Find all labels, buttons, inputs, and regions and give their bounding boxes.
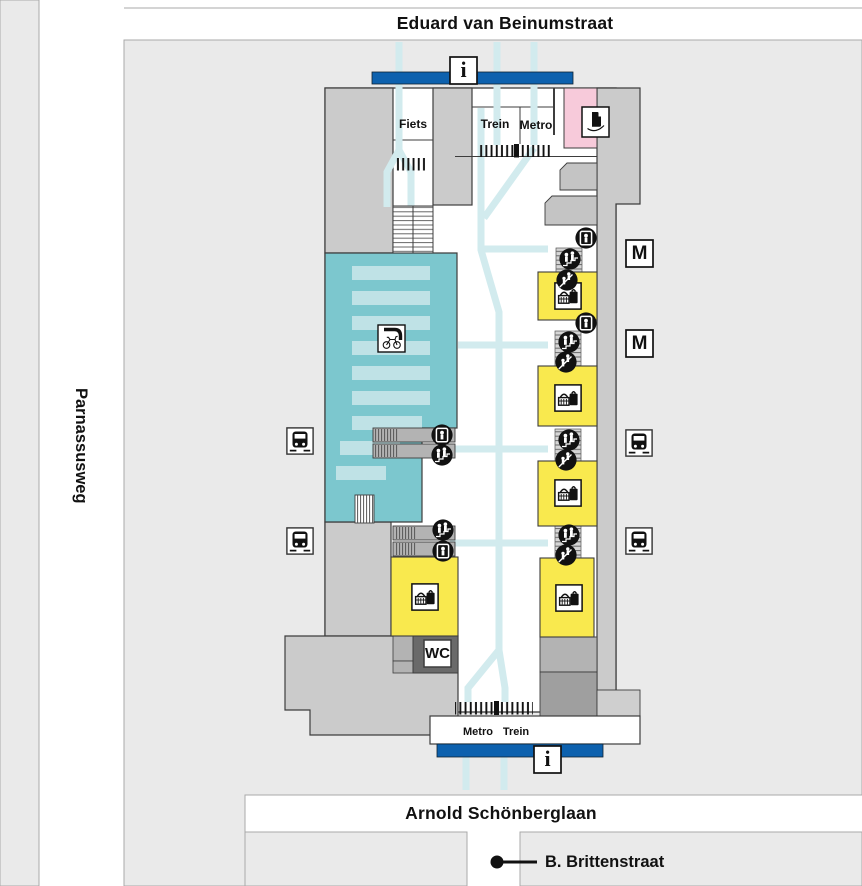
- bicycle-parking-area: [324, 252, 458, 524]
- train-icon: [626, 430, 652, 456]
- lift-icon: [431, 424, 452, 445]
- street-marker: [490, 855, 537, 869]
- south-hall: [429, 715, 641, 745]
- lift-icon: [432, 540, 453, 561]
- info-label: i: [544, 746, 551, 771]
- escalator-icon: [555, 449, 576, 470]
- street-label-west: Parnassusweg: [72, 388, 90, 504]
- shops: [390, 271, 598, 638]
- info-icon: [533, 745, 562, 774]
- shop-icon: [555, 385, 581, 411]
- escalator-icon: [555, 351, 576, 372]
- shop-icon: [412, 584, 438, 610]
- facility-icons: [287, 106, 654, 554]
- corridor-label-metro: Metro: [519, 118, 553, 132]
- stairs-icon: [559, 248, 580, 269]
- lift-icon: [575, 312, 596, 333]
- train-icon: [287, 528, 313, 554]
- wc-label: WC: [425, 645, 450, 662]
- info-icon: [449, 56, 478, 85]
- stairs-bike-area: [354, 494, 375, 524]
- center-block: [432, 87, 473, 206]
- shop-icon: [556, 585, 582, 611]
- south-structures: [392, 635, 641, 719]
- west-wing-south: [324, 521, 392, 637]
- stairs-north: [392, 205, 434, 254]
- corridor-label-trein: Trein: [480, 117, 510, 131]
- wc-box: [423, 639, 452, 668]
- stairs-icon: [432, 519, 453, 540]
- escalator-icon: [555, 544, 576, 565]
- metro-logo-label: M: [631, 243, 648, 264]
- shop-icon: [555, 480, 581, 506]
- info-label: i: [460, 57, 467, 82]
- train-icon: [626, 528, 652, 554]
- street-label-branch: B. Brittenstraat: [545, 853, 665, 871]
- lift-icon: [575, 227, 596, 248]
- escalator-icon: [556, 269, 577, 290]
- metro-logo-label: M: [631, 333, 648, 354]
- corridor-label-fiets: Fiets: [398, 117, 427, 131]
- fare-gates-north: [455, 144, 597, 158]
- stairs-icon: [558, 331, 579, 352]
- bicycle-parking-icon: [377, 324, 406, 353]
- south-entrance: [429, 701, 641, 745]
- train-icon: [287, 428, 313, 454]
- south-label-trein: Trein: [502, 726, 530, 738]
- bike-gates: [395, 158, 425, 171]
- metro-logo: [625, 329, 654, 358]
- piano-icon: [581, 106, 610, 138]
- stairs-icon: [558, 429, 579, 450]
- stairs-icon: [558, 524, 579, 545]
- platform-bar-south: [436, 743, 604, 758]
- metro-logo: [625, 239, 654, 268]
- street-label-north: Eduard van Beinumstraat: [396, 13, 614, 33]
- street-label-south: Arnold Schönberglaan: [405, 803, 597, 823]
- platform-bars: [371, 56, 604, 774]
- south-label-metro: Metro: [463, 726, 493, 738]
- walking-paths: [383, 42, 548, 790]
- stairs-icon: [431, 444, 452, 465]
- west-wing-north: [324, 87, 394, 254]
